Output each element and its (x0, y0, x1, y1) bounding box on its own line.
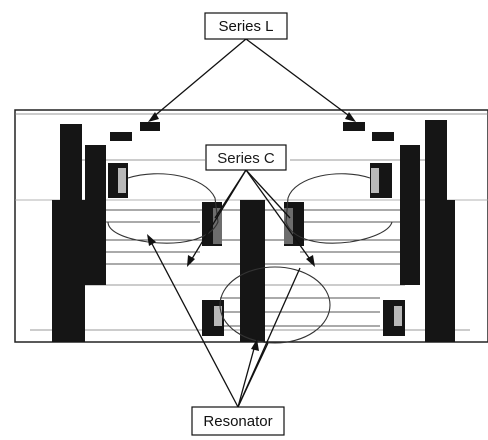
inductor-left-bottom (110, 132, 132, 141)
series-l-callout: Series L (148, 12, 356, 122)
resonator-label: Resonator (203, 413, 272, 430)
right-outer-bar (425, 200, 455, 342)
series-l-arrow-left (151, 38, 247, 119)
series-c-arrowhead-right (306, 255, 315, 267)
inductor-right-bottom (372, 132, 394, 141)
left-outer-bar-upper (60, 124, 82, 202)
resonator-arrow-center (237, 344, 256, 408)
series-c-box (205, 144, 287, 171)
resonator-callout: Resonator (147, 234, 301, 436)
left-cap-grey (118, 168, 126, 193)
resonator-loops (107, 173, 393, 344)
series-c-right-hatch (284, 208, 293, 244)
series-l-arrowhead-right (345, 112, 356, 122)
center-bar (240, 200, 265, 342)
series-l-inductors (110, 122, 394, 141)
left-conductors (52, 124, 128, 342)
left-second-bar (85, 145, 106, 285)
right-cap-grey (371, 168, 379, 193)
resonator-box (191, 406, 285, 436)
resonator-arrow-bottom-right (237, 342, 269, 408)
lower-right-grey (394, 306, 402, 326)
right-conductors (370, 120, 455, 342)
resonator-arrowhead-left (147, 234, 156, 246)
right-resonator-loop (285, 173, 393, 244)
series-l-label: Series L (218, 18, 273, 35)
inductor-left-top (140, 122, 160, 131)
series-c-arrow-right (245, 169, 313, 263)
left-outer-bar (52, 200, 85, 342)
series-c-arrow-right-inner (245, 169, 291, 219)
inductor-right-top (343, 122, 365, 131)
series-c-label: Series C (217, 150, 275, 167)
series-l-arrowhead-left (148, 112, 159, 122)
bottom-resonator-loop (219, 266, 331, 344)
right-second-bar (400, 145, 420, 285)
resonator-arrow-left (149, 239, 239, 408)
resonator-arrowhead-center (251, 339, 259, 351)
series-l-arrow-right (245, 38, 353, 119)
series-c-left-hatch (213, 208, 222, 244)
right-outer-bar-upper (425, 120, 447, 202)
lower-left-grey (214, 306, 222, 326)
left-resonator-loop (107, 173, 219, 244)
series-c-arrow-left-inner (214, 169, 247, 219)
series-c-callout: Series C (187, 144, 315, 267)
series-c-arrowhead-left (187, 255, 195, 267)
